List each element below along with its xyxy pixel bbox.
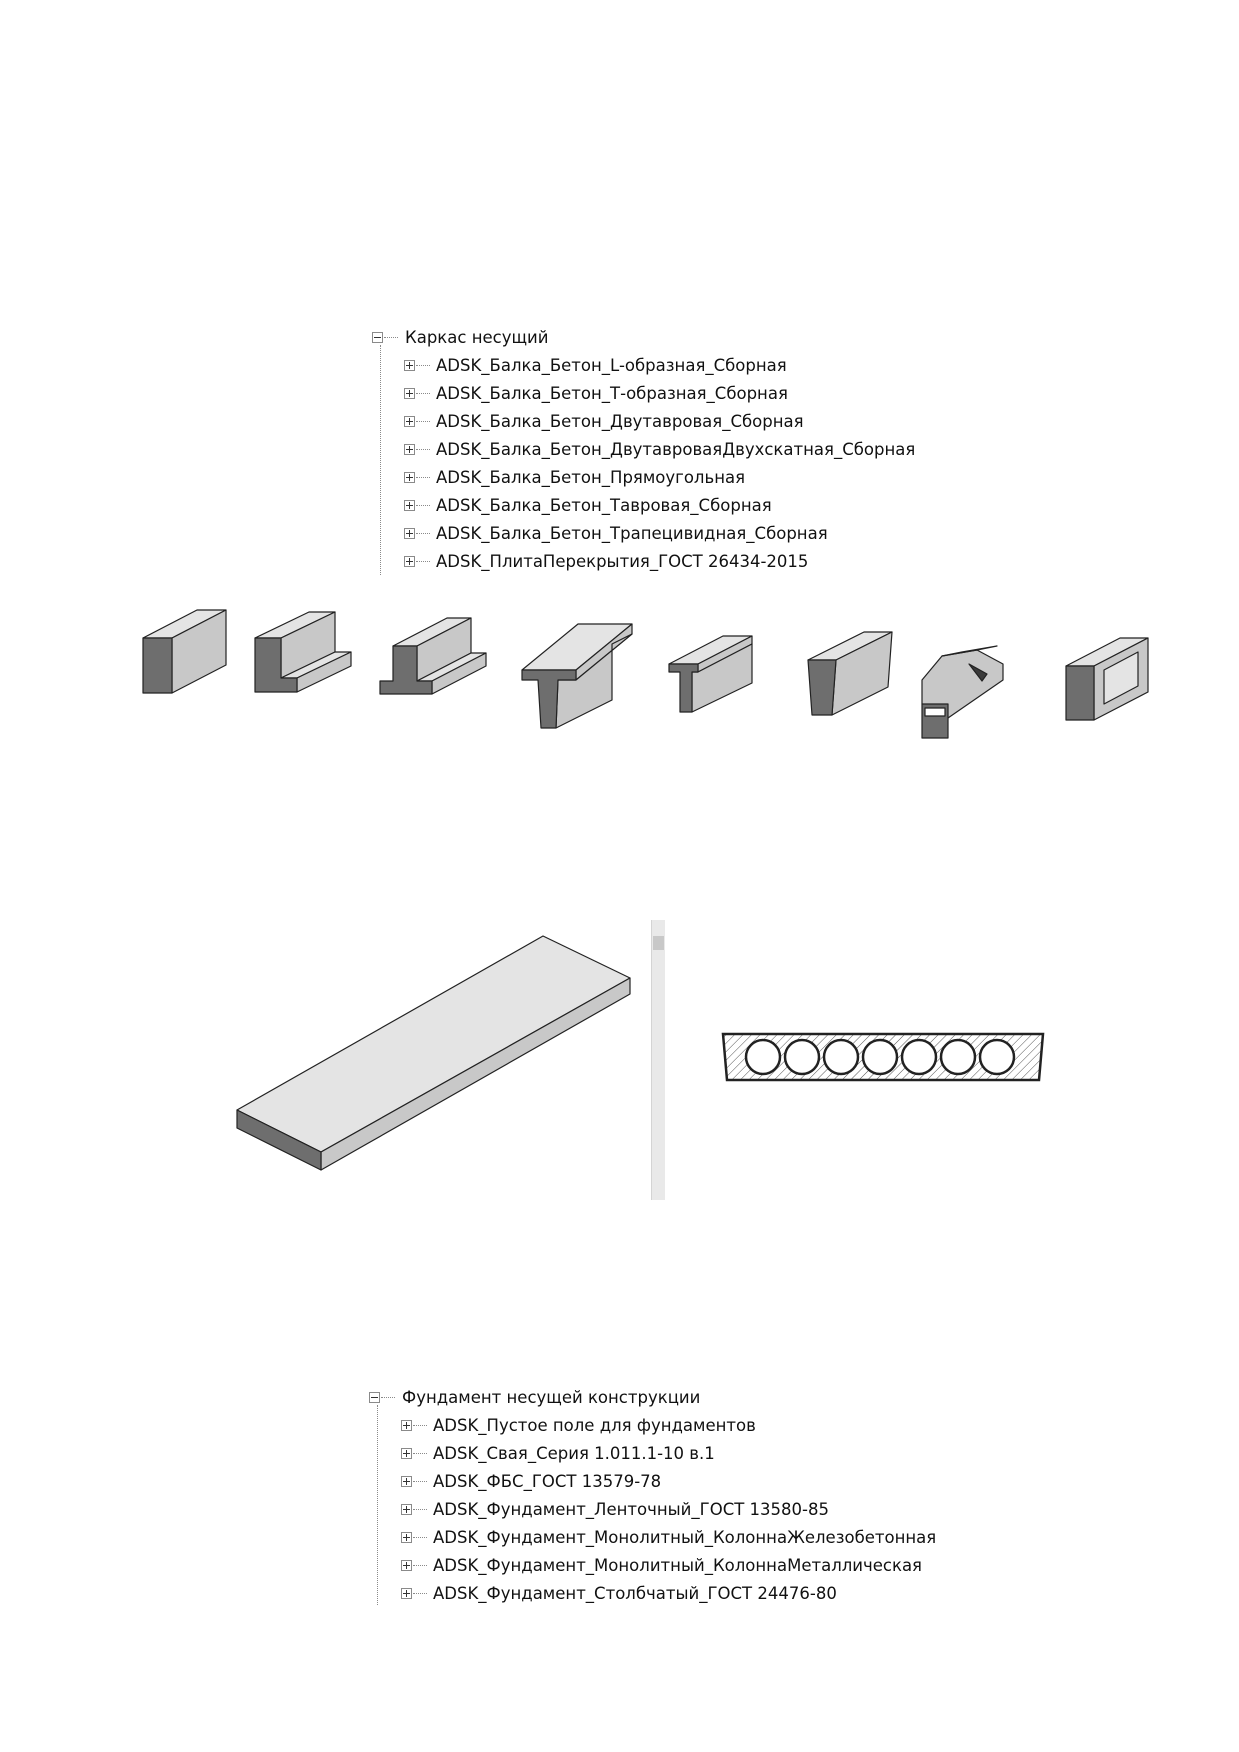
tree-item-label: ADSK_ПлитаПерекрытия_ГОСТ 26434-2015 bbox=[436, 552, 809, 571]
tree-dots bbox=[416, 449, 430, 450]
inverted-t-beam-icon bbox=[379, 617, 487, 695]
tree-item-label: ADSK_Фундамент_Столбчатый_ГОСТ 24476-80 bbox=[433, 1584, 837, 1603]
expand-icon[interactable] bbox=[401, 1504, 412, 1515]
scrollbar-thumb[interactable] bbox=[653, 936, 664, 950]
tree-dots bbox=[416, 505, 430, 506]
tree-dots bbox=[413, 1481, 427, 1482]
tree-dots bbox=[416, 477, 430, 478]
i-beam-icon bbox=[521, 623, 633, 729]
tree-dots bbox=[381, 1397, 395, 1398]
tree-item-label: ADSK_Балка_Бетон_Двутавровая_Сборная bbox=[436, 412, 804, 431]
tree-item-label: ADSK_Фундамент_Монолитный_КолоннаМеталли… bbox=[433, 1556, 922, 1575]
slab-3d-view bbox=[236, 935, 631, 1171]
tree-root-label: Каркас несущий bbox=[405, 328, 549, 347]
tree-item-label: ADSK_Фундамент_Монолитный_КолоннаЖелезоб… bbox=[433, 1528, 937, 1547]
t-beam-icon bbox=[668, 635, 753, 713]
expand-icon[interactable] bbox=[404, 528, 415, 539]
tree-dots bbox=[416, 533, 430, 534]
expand-icon[interactable] bbox=[404, 388, 415, 399]
tree-item-label: ADSK_Балка_Бетон_Тавровая_Сборная bbox=[436, 496, 772, 515]
tree-dots bbox=[416, 365, 430, 366]
tree-root-label: Фундамент несущей конструкции bbox=[402, 1388, 701, 1407]
hollow-core-section bbox=[721, 1032, 1045, 1082]
section-voids bbox=[744, 1038, 1016, 1076]
tree-connector bbox=[377, 1405, 378, 1605]
tree-item-label: ADSK_Балка_Бетон_Трапецивидная_Сборная bbox=[436, 524, 828, 543]
collapse-icon[interactable] bbox=[369, 1392, 380, 1403]
tree-item-label: ADSK_Балка_Бетон_L-образная_Сборная bbox=[436, 356, 787, 375]
tree-dots bbox=[413, 1453, 427, 1454]
tree-dots bbox=[413, 1565, 427, 1566]
tree-connector bbox=[380, 345, 381, 575]
expand-icon[interactable] bbox=[404, 444, 415, 455]
expand-icon[interactable] bbox=[404, 556, 415, 567]
trapezoid-beam-icon bbox=[807, 631, 893, 716]
tree-dots bbox=[413, 1425, 427, 1426]
beam-previews bbox=[142, 609, 1149, 739]
expand-icon[interactable] bbox=[401, 1448, 412, 1459]
tree-dots bbox=[384, 337, 398, 338]
expand-icon[interactable] bbox=[404, 416, 415, 427]
collapse-icon[interactable] bbox=[372, 332, 383, 343]
tree-item-label: ADSK_Пустое поле для фундаментов bbox=[433, 1416, 756, 1435]
tree-dots bbox=[416, 561, 430, 562]
expand-icon[interactable] bbox=[401, 1420, 412, 1431]
tree-item-label: ADSK_Балка_Бетон_Т-образная_Сборная bbox=[436, 384, 788, 403]
tree-dots bbox=[416, 393, 430, 394]
double-pitch-beam-icon bbox=[921, 645, 1004, 739]
tree-dots bbox=[413, 1509, 427, 1510]
tree-item-label: ADSK_Балка_Бетон_ДвутавроваяДвухскатная_… bbox=[436, 440, 916, 459]
hollow-slab-icon bbox=[1065, 637, 1149, 721]
preview-scrollbar[interactable] bbox=[651, 920, 665, 1200]
tree-dots bbox=[413, 1537, 427, 1538]
tree-item-label: ADSK_ФБС_ГОСТ 13579-78 bbox=[433, 1472, 662, 1491]
tree-dots bbox=[413, 1593, 427, 1594]
expand-icon[interactable] bbox=[401, 1476, 412, 1487]
expand-icon[interactable] bbox=[401, 1588, 412, 1599]
tree-item-label: ADSK_Балка_Бетон_Прямоугольная bbox=[436, 468, 746, 487]
expand-icon[interactable] bbox=[404, 500, 415, 511]
tree-item-label: ADSK_Фундамент_Ленточный_ГОСТ 13580-85 bbox=[433, 1500, 829, 1519]
l-shaped-beam-icon bbox=[254, 611, 352, 693]
expand-icon[interactable] bbox=[404, 360, 415, 371]
expand-icon[interactable] bbox=[401, 1560, 412, 1571]
tree-item-label: ADSK_Свая_Серия 1.011.1-10 в.1 bbox=[433, 1444, 715, 1463]
expand-icon[interactable] bbox=[404, 472, 415, 483]
expand-icon[interactable] bbox=[401, 1532, 412, 1543]
rectangular-beam-icon bbox=[142, 609, 227, 694]
tree-dots bbox=[416, 421, 430, 422]
